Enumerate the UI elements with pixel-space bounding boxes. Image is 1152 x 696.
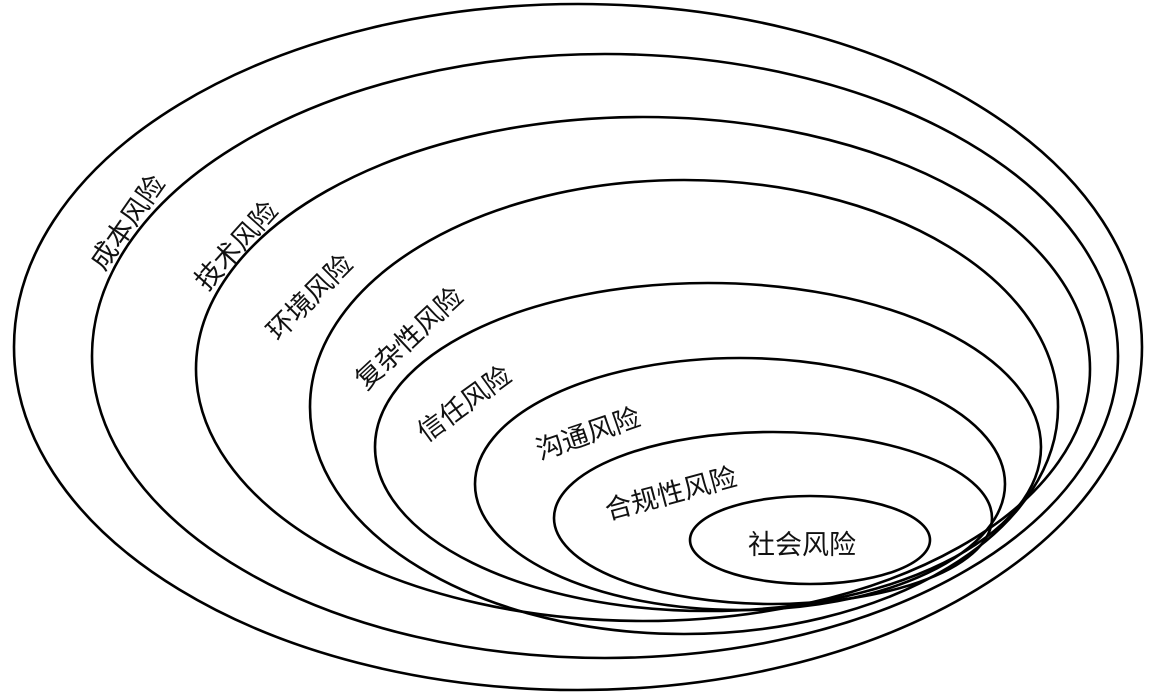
label-compliance-risk: 合规性风险 (602, 462, 740, 527)
label-social-risk: 社会风险 (748, 530, 856, 561)
label-complexity-risk: 复杂性风险 (350, 281, 470, 396)
ring-communication-risk (473, 356, 1007, 612)
ring-technical-risk (90, 52, 1120, 660)
ring-complexity-risk (308, 178, 1060, 636)
label-environment-risk: 环境风险 (261, 249, 359, 347)
label-trust-risk: 信任风险 (412, 360, 518, 449)
ring-social-risk (688, 494, 932, 586)
ring-environment-risk (194, 115, 1092, 623)
label-communication-risk: 沟通风险 (532, 402, 644, 466)
ring-trust-risk (373, 281, 1043, 613)
ring-compliance-risk (552, 430, 994, 606)
label-technical-risk: 技术风险 (189, 196, 284, 297)
ring-cost-risk (12, 2, 1144, 692)
label-cost-risk: 成本风险 (84, 170, 171, 276)
